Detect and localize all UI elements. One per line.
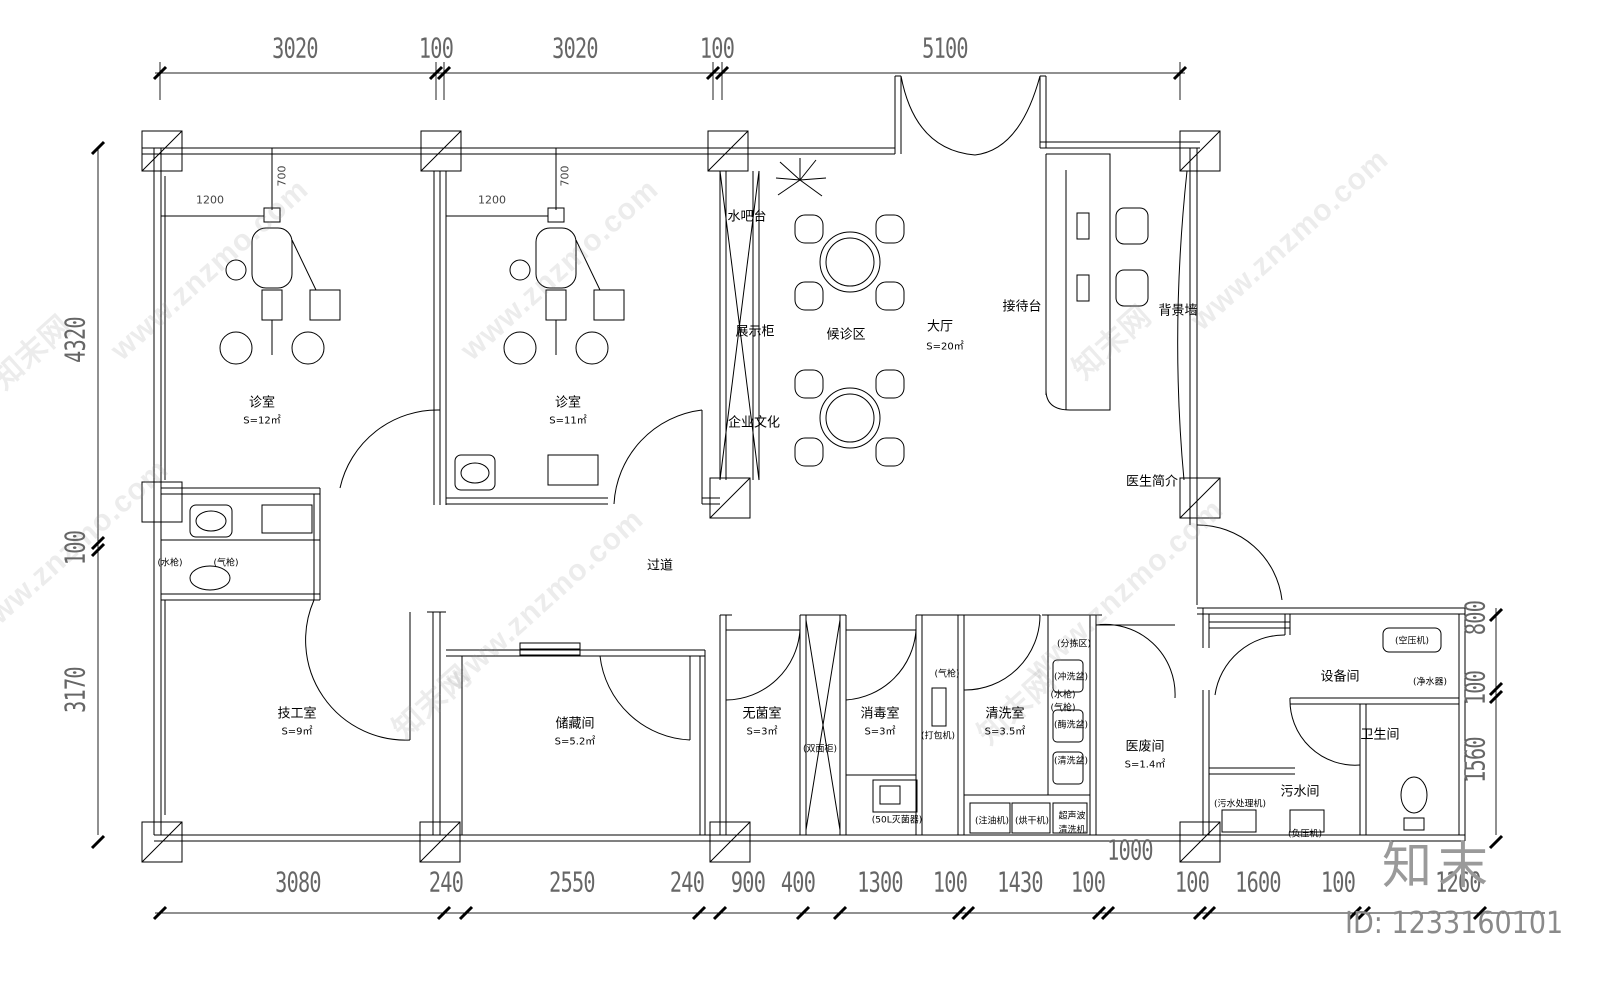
- room-area-clinic-2: S=11㎡: [549, 415, 587, 427]
- label-ultrasonic-1: 超声波: [1058, 811, 1086, 822]
- label-suction-machine: (负压机): [1287, 829, 1323, 840]
- dimension-bottom: 1000: [1107, 833, 1153, 867]
- dimension-top: 3020: [272, 31, 318, 65]
- chair-width-dim: 1200: [196, 193, 224, 207]
- dimension-ticks: [90, 65, 1504, 921]
- dimension-left: 100: [58, 530, 92, 566]
- dimension-right: 100: [1458, 670, 1492, 706]
- label-water-purifier: (净水器): [1412, 677, 1448, 688]
- walls: [142, 75, 1466, 842]
- room-name-hall: 大厅: [926, 319, 954, 335]
- label-rinse-basin: (冲洗盆): [1053, 672, 1089, 683]
- room-name-clinic-1: 诊室: [248, 395, 276, 411]
- chairs: [794, 207, 1149, 467]
- label-double-cabinet: (双面柜): [802, 744, 838, 755]
- dimension-top: 5100: [922, 31, 968, 65]
- chair-depth-dim: 700: [558, 165, 572, 187]
- dimension-bottom: 1430: [997, 865, 1043, 899]
- label-reception: 接待台: [1002, 299, 1042, 315]
- room-name-sewage: 污水间: [1280, 784, 1320, 800]
- sinks: [189, 454, 599, 591]
- dimension-bottom: 1260: [1435, 865, 1481, 899]
- label-water-gun-cleaning: (水枪): [1050, 690, 1076, 701]
- label-sterilizer: (50L灭菌器): [871, 815, 923, 826]
- chair-width-dim: 1200: [478, 193, 506, 207]
- label-dryer: (烘干机): [1014, 816, 1050, 827]
- room-area-sterile: S=3㎡: [746, 726, 778, 738]
- dimension-top: 100: [699, 31, 735, 65]
- dimension-top: 3020: [552, 31, 598, 65]
- brand-logo: 知末: [1382, 837, 1494, 895]
- chair-depth-dim: 700: [275, 165, 289, 187]
- dimension-bottom: 100: [1070, 865, 1106, 899]
- room-name-corridor: 过道: [646, 558, 674, 574]
- room-name-waiting: 候诊区: [826, 327, 866, 343]
- label-doctor-intro: 医生简介: [1125, 474, 1179, 490]
- room-area-disinfect: S=3㎡: [864, 726, 896, 738]
- label-air-gun: (气枪): [213, 558, 239, 569]
- dimension-left: 3170: [58, 667, 92, 713]
- label-clean-basin: (清洗盆): [1053, 756, 1089, 767]
- dimension-bottom: 900: [730, 865, 766, 899]
- dimension-bottom: 100: [1320, 865, 1356, 899]
- label-oiler: (注油机): [974, 816, 1010, 827]
- room-area-medwaste: S=1.4㎡: [1124, 759, 1166, 771]
- dimension-bottom: 240: [669, 865, 705, 899]
- dental-chair-1: [161, 148, 341, 365]
- dimension-bottom: 2550: [549, 865, 595, 899]
- dimension-right: 1560: [1458, 737, 1492, 783]
- room-area-storage: S=5.2㎡: [554, 736, 596, 748]
- dimension-left: 4320: [58, 317, 92, 363]
- label-display-cabinet: 展示柜: [735, 324, 775, 340]
- dimension-bottom: 1300: [857, 865, 903, 899]
- room-name-storage: 储藏间: [555, 716, 595, 732]
- dental-chair-2: [446, 148, 625, 365]
- room-name-toilet: 卫生间: [1360, 727, 1400, 743]
- dimension-right: 800: [1458, 600, 1492, 636]
- dimension-bottom: 3080: [275, 865, 321, 899]
- label-sort-area: (分拣区): [1056, 639, 1092, 650]
- dimension-bottom: 100: [932, 865, 968, 899]
- room-area-hall: S=20㎡: [926, 341, 964, 353]
- room-name-cleaning: 清洗室: [985, 706, 1025, 722]
- room-area-cleaning: S=3.5㎡: [984, 726, 1026, 738]
- dimension-bottom: 240: [428, 865, 464, 899]
- label-background-wall: 背景墙: [1158, 303, 1198, 319]
- columns: [141, 130, 1221, 863]
- room-name-equipment: 设备间: [1320, 669, 1360, 685]
- label-water-bar: 水吧台: [727, 209, 767, 225]
- label-ultrasonic-2: 清洗机: [1058, 825, 1086, 836]
- label-water-gun: (水枪): [157, 558, 183, 569]
- room-name-clinic-2: 诊室: [554, 395, 582, 411]
- image-id: ID: 1233160101: [1345, 906, 1564, 941]
- plant: [775, 158, 827, 197]
- label-compressor: (空压机): [1394, 636, 1430, 647]
- dimension-bottom: 100: [1174, 865, 1210, 899]
- dimension-lines: [97, 62, 1545, 914]
- dimension-bottom: 1600: [1235, 865, 1281, 899]
- label-packing-machine: (打包机): [920, 731, 956, 742]
- room-name-tech: 技工室: [277, 706, 317, 722]
- room-name-sterile: 无菌室: [742, 706, 782, 722]
- label-sewage-machine: (污水处理机): [1213, 799, 1267, 810]
- interior-walls: [161, 75, 1459, 835]
- dimension-top: 100: [418, 31, 454, 65]
- label-corporate-culture: 企业文化: [727, 415, 781, 431]
- label-air-gun-cleaning: (气枪): [1050, 703, 1076, 714]
- room-area-tech: S=9㎡: [281, 726, 313, 738]
- room-name-medwaste: 医废间: [1125, 739, 1165, 755]
- dimension-bottom: 400: [780, 865, 816, 899]
- label-air-gun-disinfect: (气枪): [934, 669, 960, 680]
- room-area-clinic-1: S=12㎡: [243, 415, 281, 427]
- label-enzyme-basin: (酶洗盆): [1053, 720, 1089, 731]
- room-name-disinfect: 消毒室: [860, 706, 900, 722]
